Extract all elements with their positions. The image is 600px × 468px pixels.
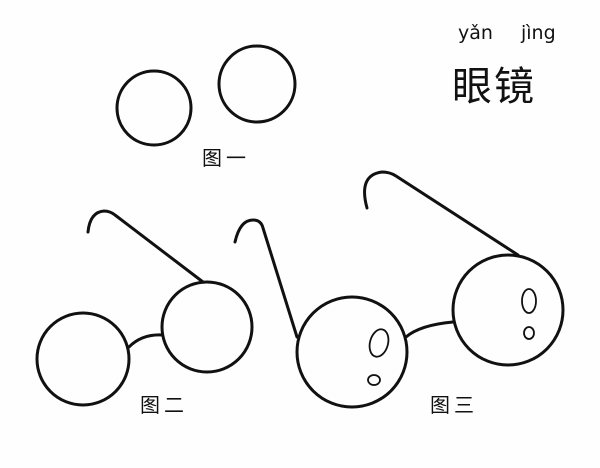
step1-label: 图一 (202, 146, 250, 170)
step2-bridge (127, 333, 164, 349)
step1-drawing (115, 44, 297, 147)
step3-left-lens (295, 295, 409, 409)
step2-left-lens (35, 311, 131, 407)
step3-bridge (404, 320, 455, 339)
step1-right-lens (217, 44, 297, 124)
step1-left-lens (115, 69, 193, 147)
step2-drawing (35, 209, 254, 407)
step2-label: 图二 (140, 393, 188, 417)
step3-right-highlight-large (521, 288, 537, 314)
step3-right-lens (451, 253, 565, 367)
step3-drawing (233, 170, 565, 409)
step3-label: 图三 (430, 393, 478, 417)
step3-left-temple (233, 218, 299, 339)
step3-right-highlight-small (523, 326, 535, 340)
step3-right-temple (363, 170, 520, 257)
step3-left-highlight-small (367, 374, 381, 386)
pinyin-yan: yǎn (458, 22, 493, 44)
step2-right-lens (160, 280, 254, 374)
page-title: 眼镜 (452, 64, 536, 110)
step3-left-highlight-large (368, 328, 390, 358)
pinyin-jing: jìng (521, 22, 556, 44)
step2-temple (86, 209, 205, 284)
